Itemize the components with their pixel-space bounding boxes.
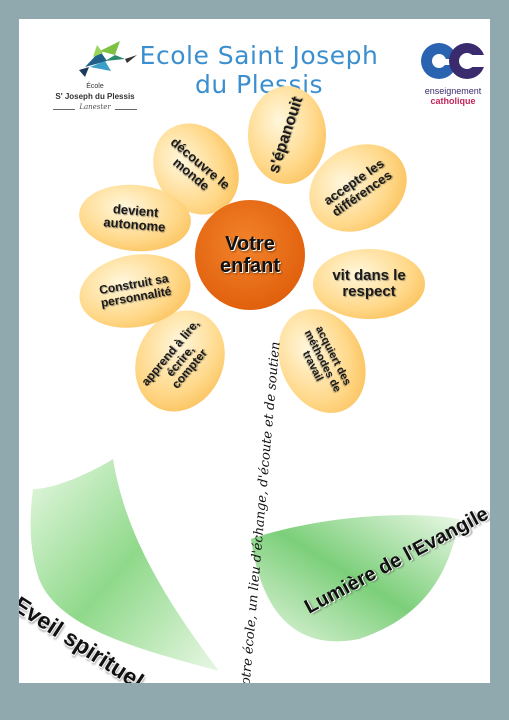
logo-line-ecole: École xyxy=(86,83,104,90)
ec-logo-icon: ec xyxy=(421,43,490,79)
center-line-1: Votre xyxy=(225,233,275,255)
logo-catholique: catholique xyxy=(430,96,476,106)
logo-line-name: S' Joseph du Plessis xyxy=(55,92,135,101)
center-line-2: enfant xyxy=(220,255,280,277)
leaves-illustration xyxy=(30,459,459,671)
logo-rule-left xyxy=(53,109,75,110)
flower-center: Votre enfant xyxy=(195,200,305,310)
poster: École S' Joseph du Plessis Lanester Ecol… xyxy=(19,19,490,683)
petal-vit-dans-le-respect: vit dans le respect xyxy=(313,249,425,319)
logo-enseignement: enseignement xyxy=(424,86,482,96)
logo-rule-right xyxy=(115,109,137,110)
logo-line-town: Lanester xyxy=(79,103,111,111)
page-title: Ecole Saint Joseph du Plessis xyxy=(139,41,379,99)
right-leaf xyxy=(251,515,459,642)
school-logo: École S' Joseph du Plessis Lanester xyxy=(45,37,145,117)
hummingbird-icon xyxy=(79,41,137,77)
left-leaf xyxy=(30,459,219,671)
title-line-1: Ecole Saint Joseph xyxy=(139,41,379,70)
petal-s-epanouit: s'épanouit xyxy=(248,86,326,184)
enseignement-catholique-logo: ec enseignement catholique xyxy=(415,37,490,117)
